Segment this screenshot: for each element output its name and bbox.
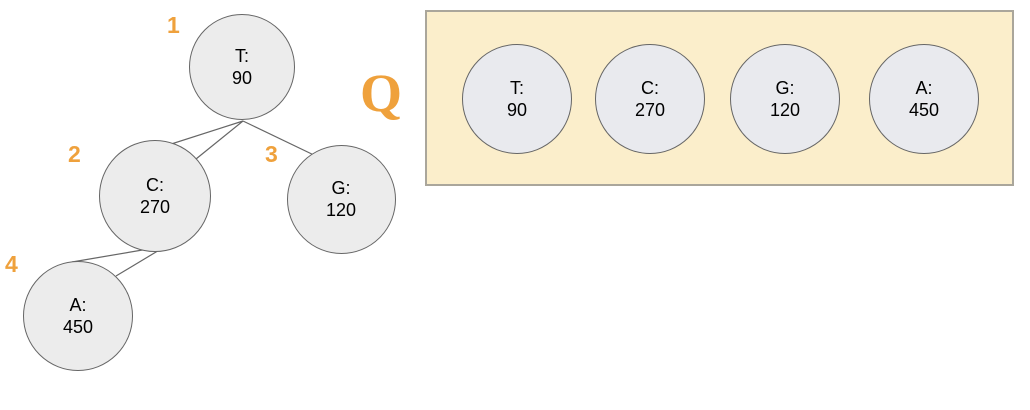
node-value: 120 bbox=[325, 200, 357, 220]
node-key: T: bbox=[234, 45, 249, 66]
queue-item[interactable]: A:450 bbox=[869, 44, 979, 154]
visit-order-label: 2 bbox=[68, 141, 81, 167]
queue-item[interactable]: G:120 bbox=[730, 44, 840, 154]
visit-order-label: 3 bbox=[265, 141, 278, 167]
queue-item-value: 450 bbox=[908, 100, 940, 120]
node-value: 90 bbox=[231, 68, 253, 88]
tree-edge bbox=[242, 120, 319, 158]
node-key: C: bbox=[146, 174, 164, 195]
tree-node-root[interactable]: T:90 bbox=[189, 14, 295, 120]
queue-item[interactable]: T:90 bbox=[462, 44, 572, 154]
queue-item-value: 90 bbox=[506, 100, 528, 120]
queue-item-value: 270 bbox=[634, 100, 666, 120]
visit-order-label: 4 bbox=[5, 251, 18, 277]
queue-item-key: A: bbox=[915, 77, 933, 98]
queue-label: Q bbox=[360, 63, 403, 123]
node-key: G: bbox=[331, 177, 351, 198]
tree-node-leftleft[interactable]: A:450 bbox=[23, 261, 133, 371]
tree-node-left[interactable]: C:270 bbox=[99, 140, 211, 252]
queue-item-value: 120 bbox=[769, 100, 801, 120]
queue-item[interactable]: C:270 bbox=[595, 44, 705, 154]
tree-node-right[interactable]: G:120 bbox=[286, 144, 396, 254]
node-value: 270 bbox=[139, 197, 171, 217]
queue-item-key: T: bbox=[509, 77, 524, 98]
tree-edge bbox=[195, 120, 244, 160]
queue-item-key: G: bbox=[775, 77, 795, 98]
visit-order-label: 1 bbox=[167, 12, 180, 38]
node-key: A: bbox=[69, 294, 87, 315]
queue-item-key: C: bbox=[641, 77, 659, 98]
node-value: 450 bbox=[62, 317, 94, 337]
